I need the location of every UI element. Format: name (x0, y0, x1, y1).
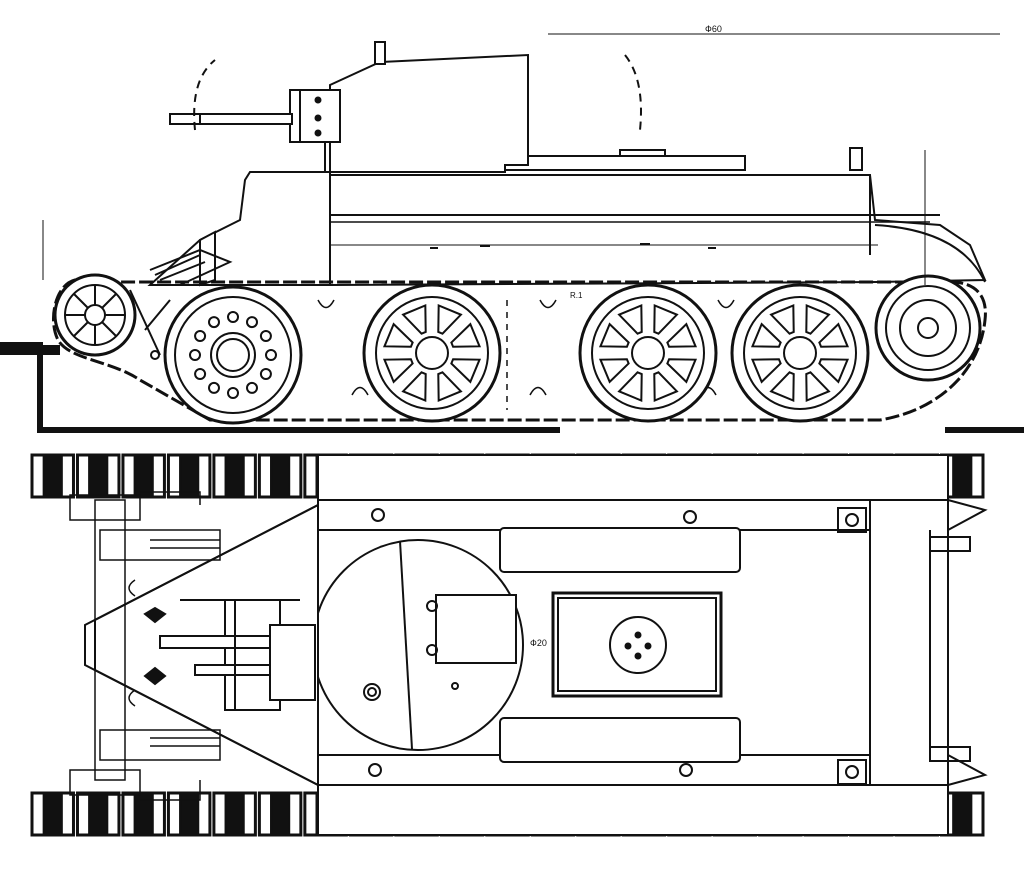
wheel-hub (631, 336, 665, 370)
wheel-lightening-hole (598, 322, 630, 348)
wheel-lightening-hole (818, 322, 850, 348)
wheel-hub (783, 336, 817, 370)
wheel-tyre-inner (743, 296, 857, 410)
top-dimension-mark: Ф60 (705, 24, 722, 34)
wheel-bolt (246, 316, 258, 329)
wheel-bolt (194, 368, 207, 380)
wheel-lightening-hole (598, 358, 630, 384)
wheel-lightening-hole (805, 371, 831, 403)
hatch-label: Ф20 (530, 638, 547, 648)
track-link-pin (224, 456, 245, 496)
road-wheel-2 (362, 283, 502, 423)
road-wheel-4 (730, 283, 870, 423)
wheel-tyre-inner (375, 296, 489, 410)
track-link-pin (133, 456, 154, 496)
wheel-bolt (189, 349, 201, 361)
side-tick-mark: R.1 (570, 291, 583, 300)
wheel-bolt (227, 311, 239, 323)
wheel-lightening-hole (401, 371, 427, 403)
wheel-rim (362, 283, 502, 423)
nose-plan (84, 503, 319, 787)
wheel-bolt (259, 368, 272, 380)
wheel-lightening-hole (769, 303, 795, 335)
track-link-pin (952, 456, 973, 496)
track-link-pin (88, 794, 109, 834)
track-link-pin (270, 794, 291, 834)
wheel-rim (578, 283, 718, 423)
wheel-hub (415, 336, 449, 370)
track-link-pin (42, 456, 63, 496)
wheel-lightening-hole (666, 358, 698, 384)
wheel-lightening-hole (437, 371, 463, 403)
wheel-bolt (208, 381, 220, 394)
wheel-lightening-hole (750, 322, 782, 348)
track-link-pin (952, 794, 973, 834)
wheel-bolt (194, 330, 207, 342)
hull (147, 147, 987, 286)
wheel-bolt-ring (189, 311, 277, 399)
wheel-bolt (265, 349, 277, 361)
ground-line (0, 342, 1024, 433)
idler-wheel (874, 274, 982, 382)
wheel-lightening-hole (382, 358, 414, 384)
wheel-lightening-hole (450, 322, 482, 348)
wheel-lightening-hole (450, 358, 482, 384)
wheel-bolt (208, 316, 220, 329)
wheel-bolt (227, 387, 239, 399)
front-fender (149, 230, 233, 287)
road-wheel-1 (163, 285, 303, 425)
wheel-lightening-hole (750, 358, 782, 384)
wheel-rim (730, 283, 870, 423)
wheel-lightening-hole (666, 322, 698, 348)
drive-sprocket (53, 273, 137, 357)
track-link-pin (179, 794, 200, 834)
wheel-lightening-hole (617, 303, 643, 335)
front-suspension-plan (69, 491, 221, 801)
track-link-pin (270, 456, 291, 496)
wheel-tyre-inner (591, 296, 705, 410)
track (52, 278, 987, 422)
track-link-pin (88, 456, 109, 496)
wheel-lightening-hole (401, 303, 427, 335)
wheel-lightening-hole (818, 358, 850, 384)
wheel-lightening-hole (617, 371, 643, 403)
wheel-lightening-hole (653, 303, 679, 335)
wheel-lightening-hole (769, 371, 795, 403)
turret-plan (312, 539, 524, 751)
track-link-pin (179, 456, 200, 496)
road-wheel-3 (578, 283, 718, 423)
wheel-bolt (259, 330, 272, 342)
side-view (0, 33, 1024, 433)
turret (169, 41, 642, 173)
wheel-lightening-hole (805, 303, 831, 335)
track-link-pin (224, 794, 245, 834)
suspension-arm (129, 289, 171, 360)
wheel-bolt (246, 381, 258, 394)
track-link-pin (42, 794, 63, 834)
wheel-lightening-hole (653, 371, 679, 403)
plan-view (30, 453, 988, 837)
wheel-lightening-hole (437, 303, 463, 335)
track-link-pin (133, 794, 154, 834)
wheel-lightening-hole (382, 322, 414, 348)
